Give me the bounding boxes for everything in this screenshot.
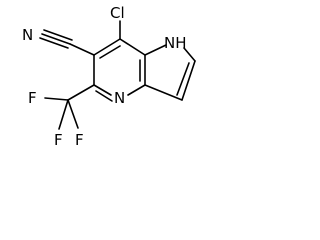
nitrile-triple-bond-3 [39, 37, 69, 49]
substituents [39, 20, 121, 130]
bond-cf3-f-bottom-right [67, 99, 79, 129]
bond-c6-c7-double [99, 45, 121, 59]
nitrile-triple-bond-1 [41, 33, 71, 45]
pyrrole-ring [144, 44, 196, 101]
bond-c7a-n1 [144, 44, 167, 56]
molecule-structure: Cl N NH N F F F [0, 0, 220, 172]
bond-n4-c5-double [95, 90, 113, 102]
bond-c2-c3 [181, 60, 196, 101]
bond-c5-cf3 [67, 84, 95, 101]
nitrile-triple-bond-2 [43, 29, 73, 41]
structure-drawing: Cl N NH N F F F [22, 4, 196, 149]
pyridine-ring [93, 38, 146, 102]
bond-cf3-f-left [44, 97, 69, 101]
bond-cf3-f-bottom-left [58, 99, 69, 130]
bond-c3a-n4 [127, 84, 146, 96]
chlorine-label: Cl [110, 4, 125, 22]
fluorine-left-label: F [28, 89, 37, 107]
bond-c6-cn [69, 43, 95, 56]
fluorine-bottom-left-label: F [54, 131, 63, 149]
nitrile-nitrogen-label: N [22, 26, 33, 44]
pyrrole-nh-label: NH [164, 34, 187, 52]
bond-c6-c7 [93, 38, 121, 56]
bond-c7-c7a [119, 38, 146, 56]
pyridine-nitrogen-label: N [114, 89, 125, 107]
bond-c2-c3-double [176, 62, 190, 96]
bond-c3-c3a [144, 84, 183, 101]
bond-n1-c2 [183, 47, 196, 62]
bond-n4-c5 [93, 84, 112, 96]
fluorine-bottom-right-label: F [75, 131, 84, 149]
